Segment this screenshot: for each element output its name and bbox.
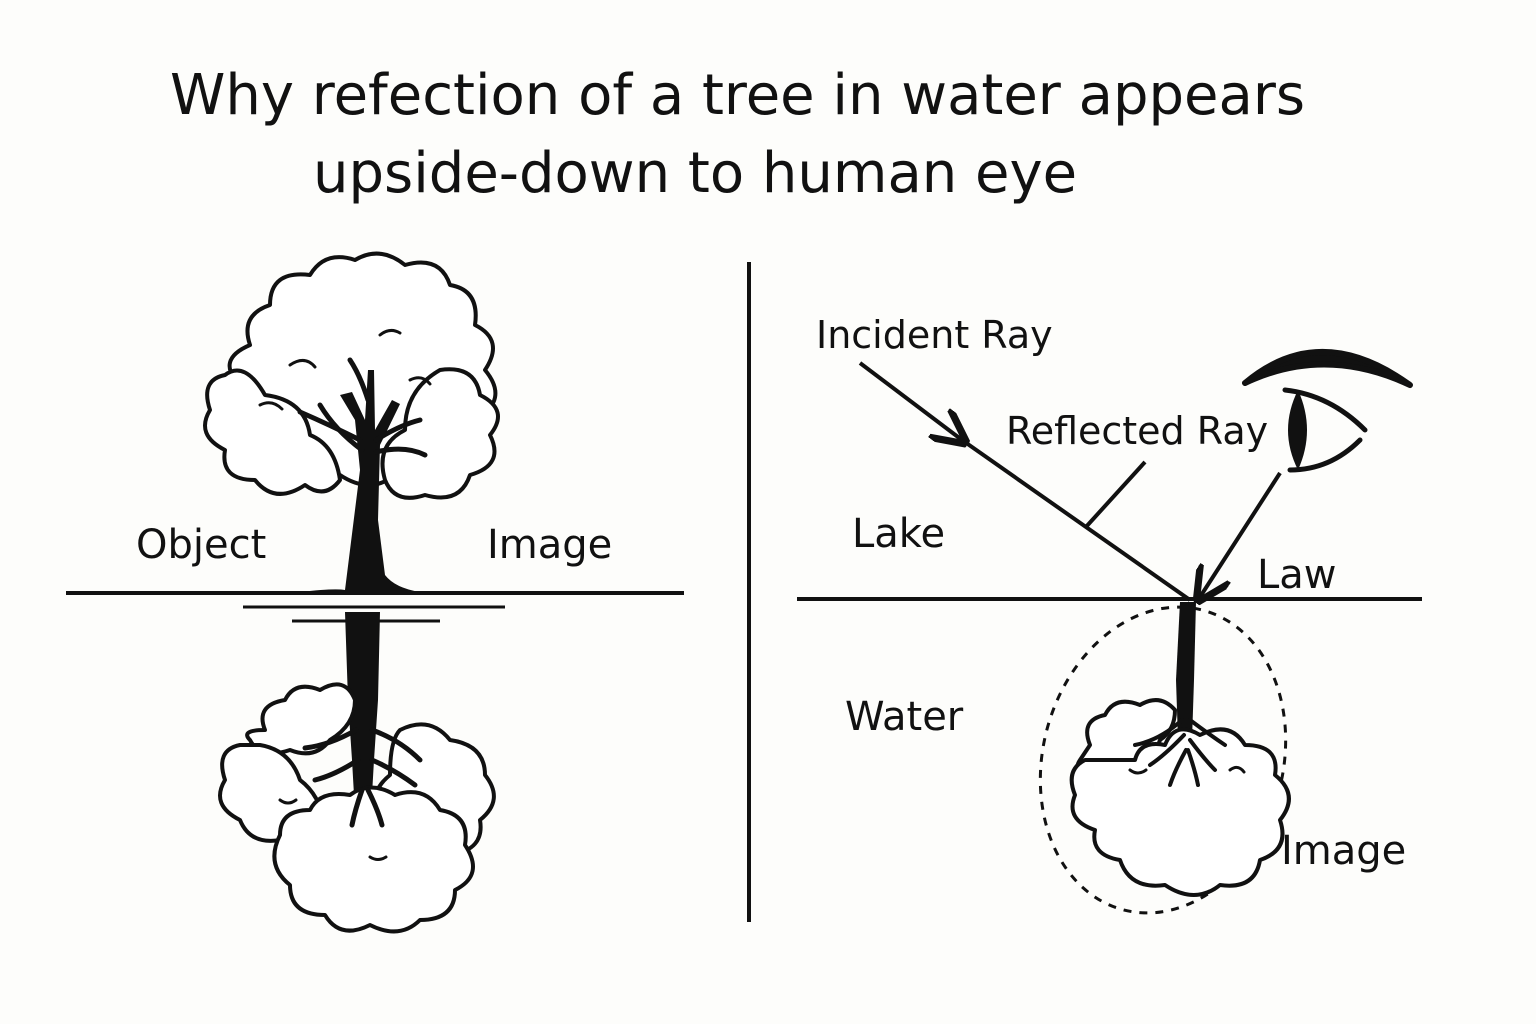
incident-ray-arrow [858,361,962,440]
left-image-label: Image [487,522,613,568]
reflected-ray-to-eye [1200,471,1282,597]
water-label: Water [845,694,964,740]
lake-label: Lake [852,511,946,557]
tree-object-icon [203,251,500,592]
title-line-1: Why refection of a tree in water appears [170,63,1306,128]
eye-icon [1242,349,1413,473]
right-panel [797,349,1422,915]
object-label: Object [136,522,267,568]
title-line-2: upside-down to human eye [313,141,1078,206]
right-image-label: Image [1281,828,1407,874]
tree-reflection-icon [218,612,496,934]
left-panel [66,251,684,934]
reflected-ray-label: Reflected Ray [1006,409,1269,453]
law-label: Law [1257,552,1337,598]
tree-image-icon [1069,602,1291,897]
incident-ray-label: Incident Ray [816,313,1053,357]
incident-ray-line [960,438,1192,602]
reflected-ray-pointer [1083,460,1147,530]
